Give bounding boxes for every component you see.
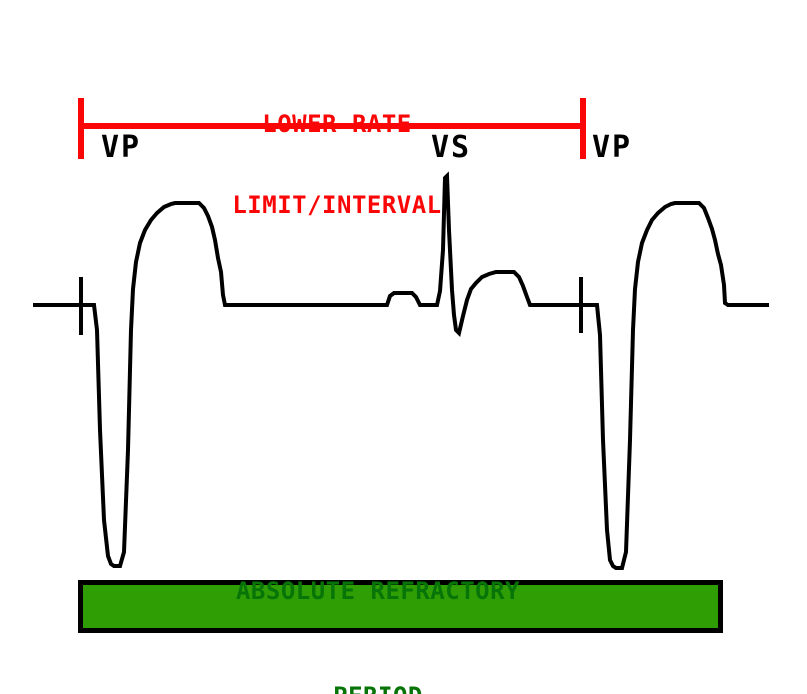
lower-rate-caption-line1: LOWER RATE (262, 110, 412, 138)
refractory-caption-line1: ABSOLUTE REFRACTORY (235, 577, 521, 605)
lower-rate-caption-line2: LIMIT/INTERVAL (232, 191, 442, 219)
marker-vs: VS (431, 130, 472, 165)
refractory-period-bar (78, 580, 723, 633)
refractory-caption-line2: PERIOD (228, 679, 528, 694)
lower-rate-caption: LOWER RATE LIMIT/INTERVAL (187, 57, 487, 273)
refractory-caption: ABSOLUTE REFRACTORY PERIOD (228, 504, 528, 694)
marker-vp-right: VP (592, 130, 633, 165)
marker-vp-left: VP (101, 130, 142, 165)
ecg-trace (33, 171, 769, 570)
